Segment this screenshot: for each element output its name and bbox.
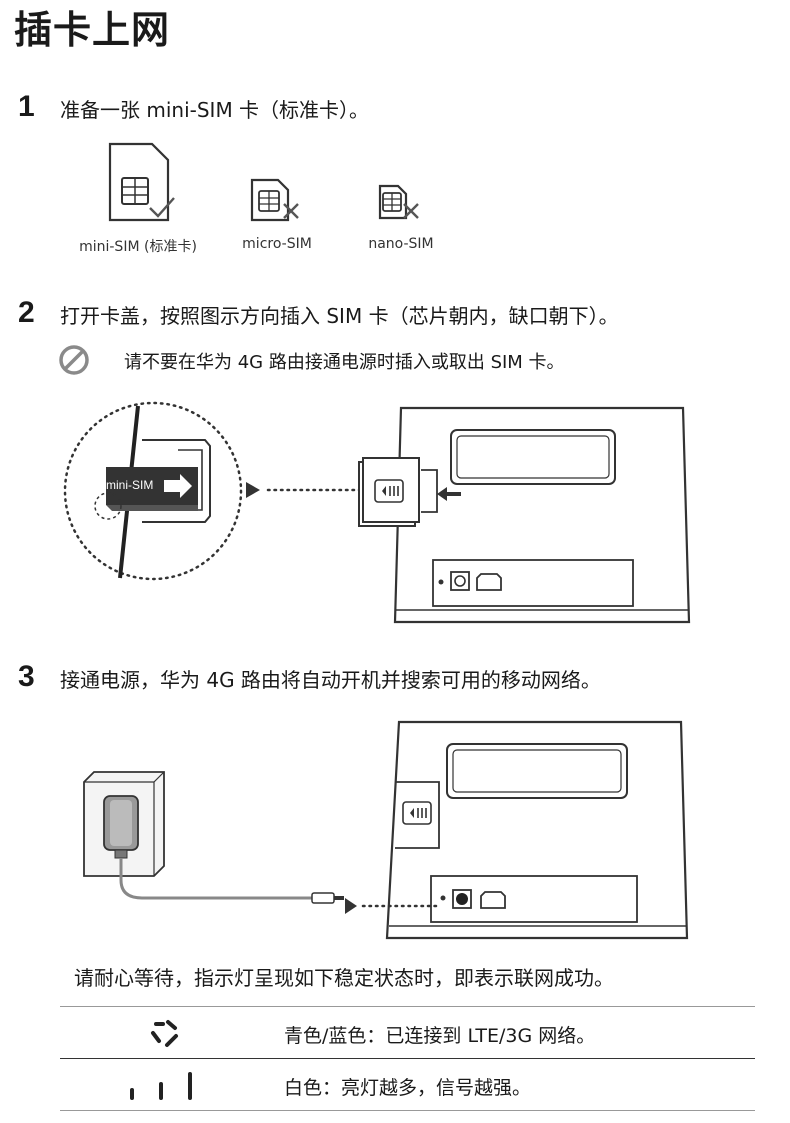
network-indicator-icon bbox=[151, 1020, 178, 1047]
step-2-text: 打开卡盖，按照图示方向插入 SIM 卡（芯片朝内，缺口朝下）。 bbox=[60, 304, 619, 328]
step-1-text: 准备一张 mini-SIM 卡（标准卡）。 bbox=[60, 98, 370, 122]
router-power-illustration bbox=[385, 720, 689, 940]
indicator-network-text: 青色/蓝色：已连接到 LTE/3G 网络。 bbox=[284, 1025, 596, 1047]
page-title: 插卡上网 bbox=[14, 8, 171, 52]
mini-sim-card-label: mini-SIM bbox=[106, 478, 154, 492]
sim-insertion-detail bbox=[63, 401, 243, 581]
step-3-text: 接通电源，华为 4G 路由将自动开机并搜索可用的移动网络。 bbox=[60, 668, 601, 692]
step-3-number: 3 bbox=[18, 660, 35, 693]
wait-instruction: 请耐心等待，指示灯呈现如下稳定状态时，即表示联网成功。 bbox=[74, 966, 614, 990]
indicator-signal-text: 白色：亮灯越多，信号越强。 bbox=[284, 1077, 532, 1099]
signal-bars-icon bbox=[130, 1072, 192, 1100]
warning-text: 请不要在华为 4G 路由接通电源时插入或取出 SIM 卡。 bbox=[124, 352, 565, 373]
step-2-number: 2 bbox=[18, 296, 35, 329]
mini-sim-icon bbox=[108, 142, 175, 222]
mini-sim-label: mini-SIM (标准卡) bbox=[79, 239, 197, 255]
micro-sim-label: micro-SIM bbox=[242, 236, 312, 252]
pointer-arrow bbox=[246, 482, 364, 498]
power-adapter-illustration bbox=[83, 771, 344, 904]
table-row-divider bbox=[60, 1058, 755, 1059]
router-illustration bbox=[358, 406, 691, 624]
power-pointer-arrow bbox=[345, 898, 443, 914]
step-1-number: 1 bbox=[18, 90, 35, 123]
prohibited-icon bbox=[59, 345, 89, 375]
nano-sim-label: nano-SIM bbox=[368, 236, 434, 252]
table-top-border bbox=[60, 1006, 755, 1007]
nano-sim-icon bbox=[378, 184, 419, 220]
micro-sim-icon bbox=[250, 178, 299, 222]
table-bottom-border bbox=[60, 1110, 755, 1111]
